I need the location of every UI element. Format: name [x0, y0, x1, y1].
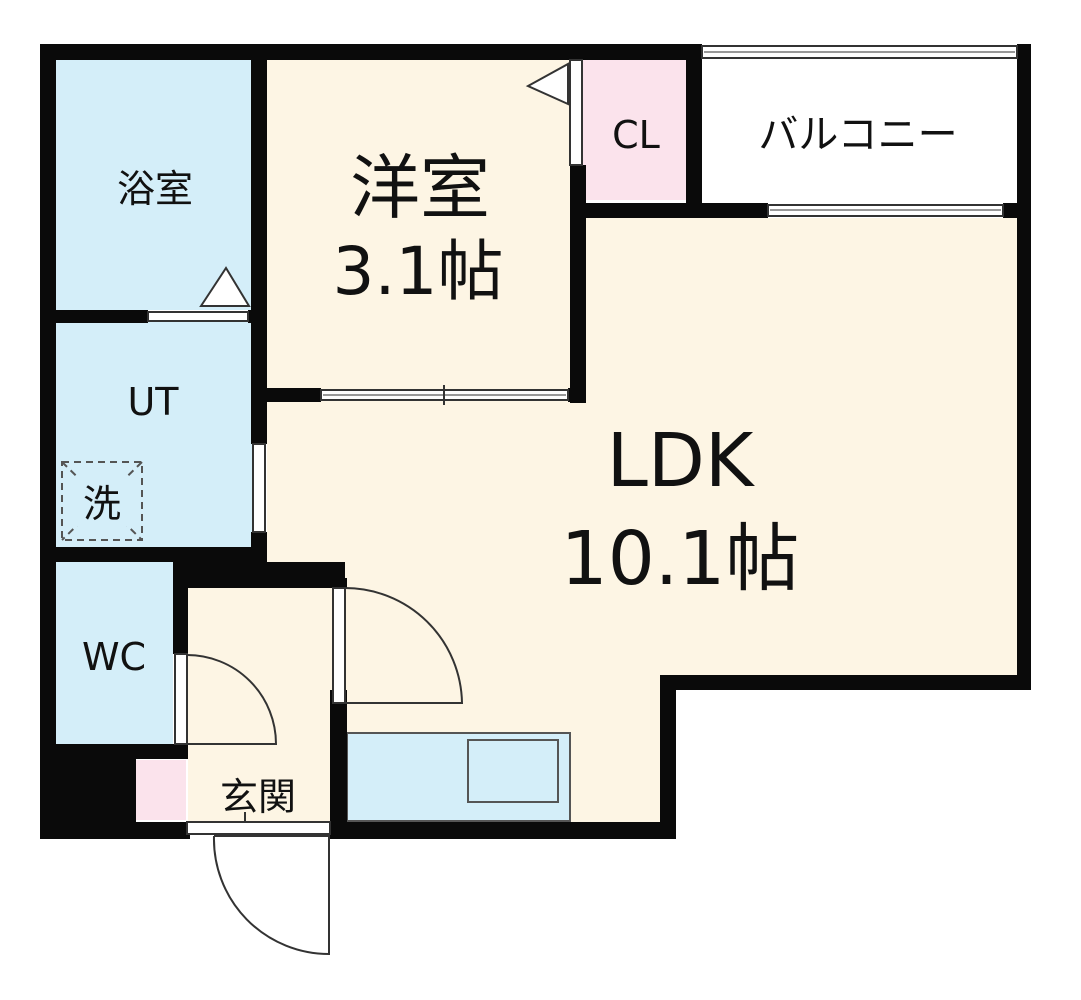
ldk-label: LDK: [607, 418, 756, 504]
entrance-hall-area: [188, 588, 333, 825]
doors: [174, 59, 583, 956]
washer-label: 洗: [83, 482, 121, 526]
western-room-size: 3.1帖: [333, 233, 504, 310]
kitchen-counter: [346, 732, 571, 822]
balcony-label: バルコニー: [758, 112, 957, 158]
western-room-label: 洋室: [350, 147, 490, 229]
ldk-area: [267, 218, 1018, 825]
closet-area: [583, 60, 686, 200]
closet-label: CL: [612, 113, 660, 157]
western-room-area: [267, 60, 570, 390]
bath-area: [55, 60, 253, 310]
walls: [40, 44, 1031, 839]
kitchen-sink: [467, 739, 559, 803]
bath-label: 浴室: [117, 167, 193, 211]
entrance-label: 玄関: [220, 775, 296, 819]
shoe-storage: [136, 760, 186, 820]
wc-area: [55, 562, 173, 744]
ldk-size: 10.1帖: [561, 516, 800, 602]
wc-label: WC: [82, 635, 146, 679]
ut-label: UT: [127, 380, 179, 424]
washer-space: [61, 461, 143, 541]
